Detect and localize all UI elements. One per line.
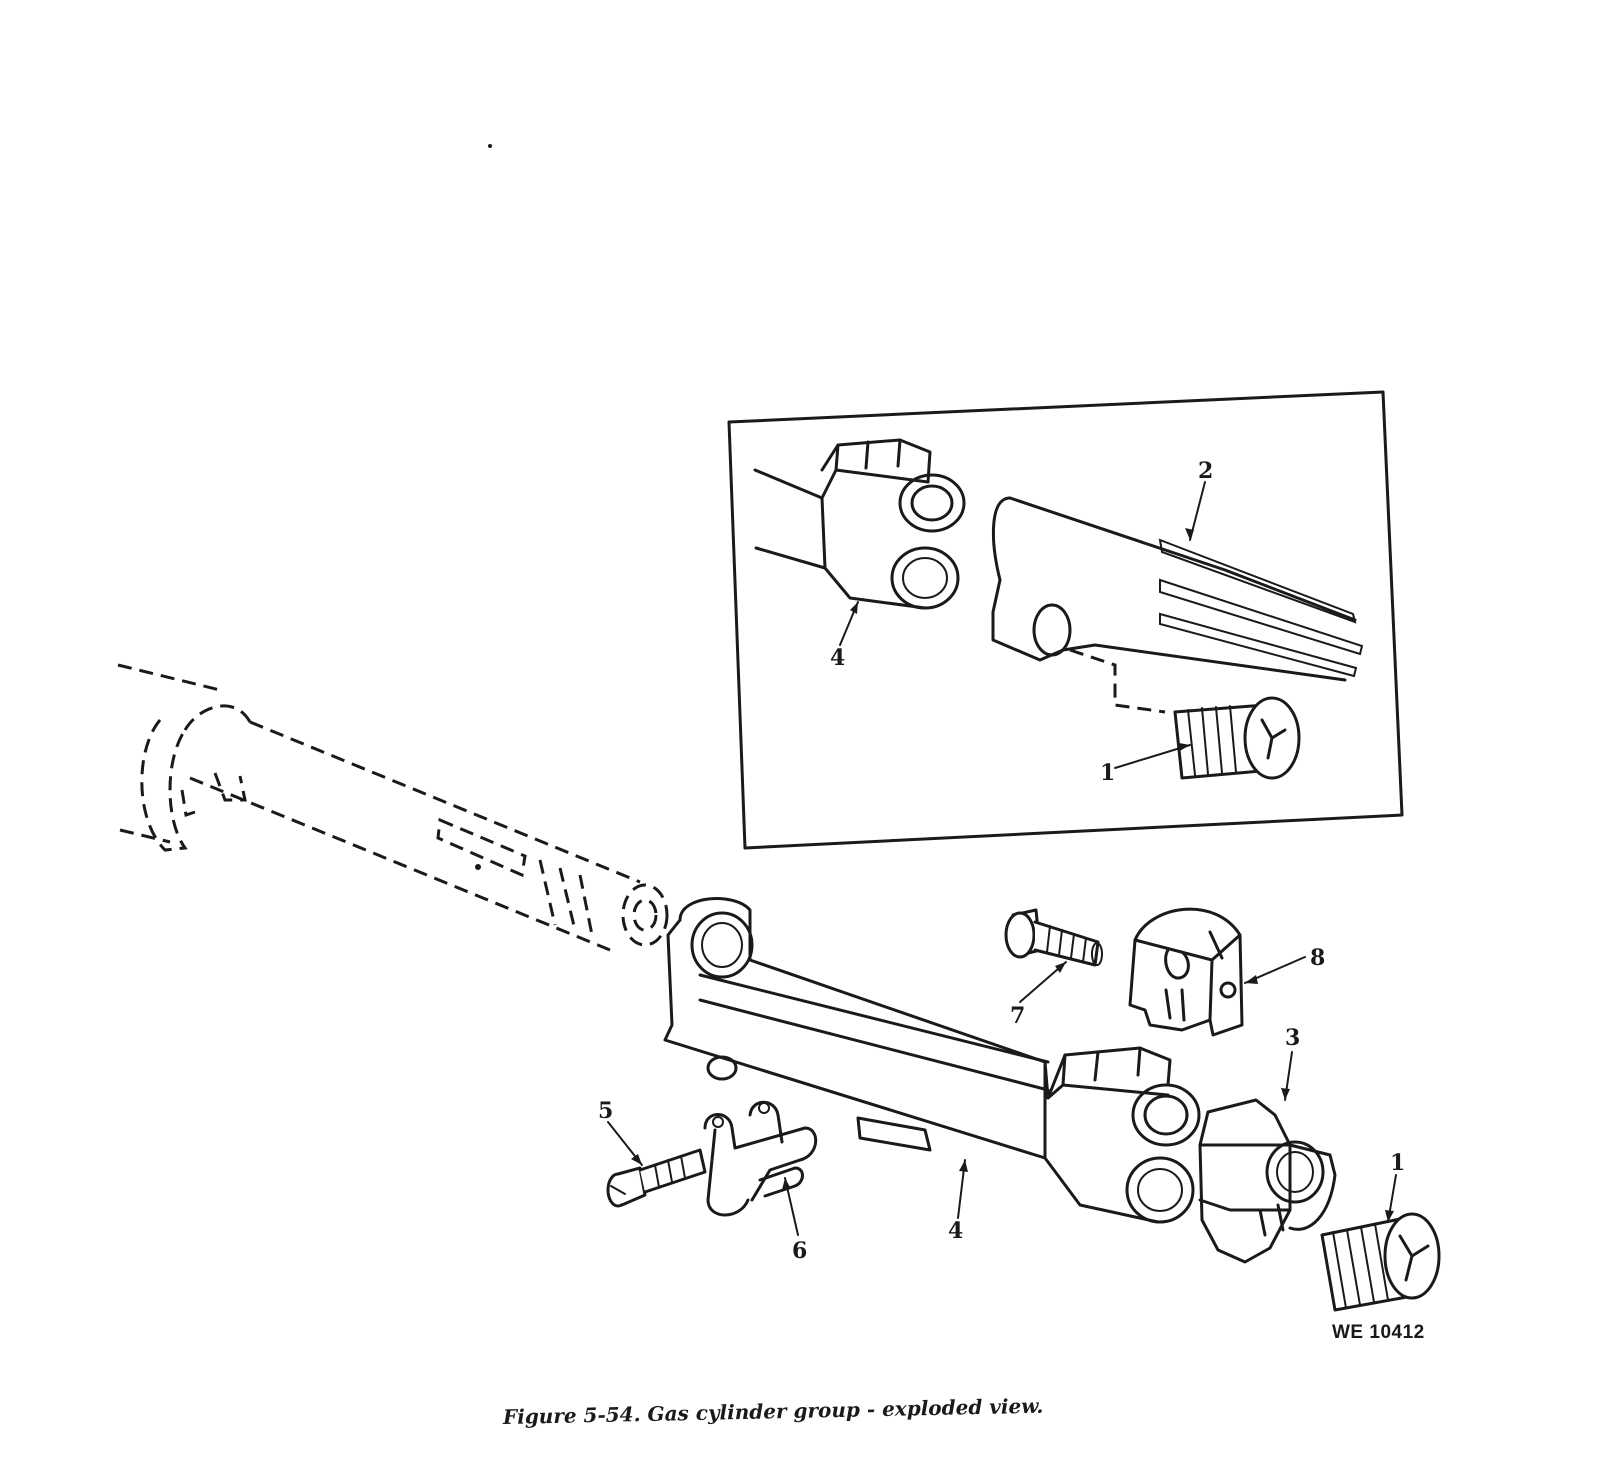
gas-cylinder	[663, 897, 1201, 1224]
svg-text:4: 4	[948, 1218, 963, 1244]
drawing-code: WE 10412	[1332, 1322, 1425, 1343]
part-8-sight	[1128, 907, 1244, 1037]
part-3-lock	[1198, 1098, 1337, 1264]
part-6-clip	[703, 1100, 818, 1217]
inset-callout-4: 4	[830, 601, 859, 671]
svg-text:4: 4	[830, 645, 845, 671]
inset-gas-cylinder-end	[753, 438, 966, 610]
svg-text:5: 5	[598, 1098, 613, 1124]
print-speck	[488, 144, 492, 148]
part-1-plug	[1320, 1212, 1441, 1312]
part-5-screw	[606, 1148, 707, 1208]
callout-5: 5	[598, 1098, 643, 1166]
barrel-phantom	[117, 663, 669, 952]
svg-text:8: 8	[1310, 945, 1325, 971]
callout-1: 1	[1385, 1150, 1405, 1223]
callout-8: 8	[1244, 945, 1325, 984]
svg-text:6: 6	[792, 1238, 807, 1264]
svg-text:1: 1	[1390, 1150, 1405, 1176]
inset-gas-cylinder-plug	[1173, 696, 1301, 780]
inset-frame	[727, 390, 1404, 850]
callout-4: 4	[948, 1159, 968, 1244]
svg-text:7: 7	[1010, 1003, 1025, 1029]
svg-text:1: 1	[1100, 760, 1115, 786]
callout-6: 6	[782, 1177, 807, 1264]
inset-callout-2: 2	[1185, 458, 1213, 541]
inset-callout-1: 1	[1100, 743, 1191, 786]
detail-inset: 2 4 1	[727, 390, 1404, 850]
callout-3: 3	[1281, 1025, 1300, 1101]
svg-text:3: 3	[1285, 1025, 1300, 1051]
part-7-screw	[1004, 908, 1103, 967]
inset-gas-cylinder-lock	[991, 496, 1364, 714]
svg-text:2: 2	[1198, 458, 1213, 484]
callout-7: 7	[1010, 961, 1067, 1029]
